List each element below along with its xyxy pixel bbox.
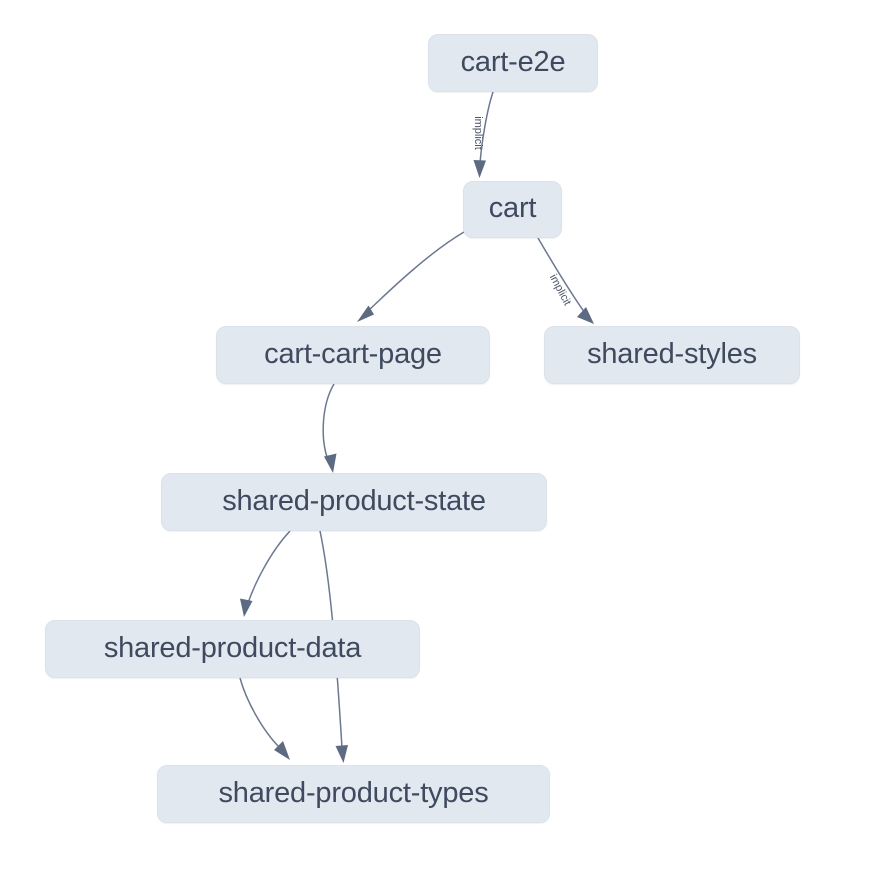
arrowhead-cart-to-cart-cart-page [357,305,374,322]
node-label: cart-e2e [460,45,566,78]
arrowhead-shared-product-state-to-shared-product-types [335,745,348,763]
node-label: cart-cart-page [264,337,442,370]
arrowhead-shared-product-state-to-shared-product-data [240,598,253,617]
node-cart[interactable]: cart [463,181,562,238]
node-label: shared-styles [587,337,757,370]
edge-cart-to-shared-styles [537,237,586,314]
edge-label-implicit-cart-shared-styles: implicit [546,272,574,308]
node-shared-product-state[interactable]: shared-product-state [161,473,547,531]
node-shared-product-types[interactable]: shared-product-types [157,765,550,823]
node-cart-e2e[interactable]: cart-e2e [428,34,598,92]
node-cart-cart-page[interactable]: cart-cart-page [216,326,490,384]
arrowhead-cart-e2e-to-cart [473,160,486,178]
edge-cart-e2e-to-cart [479,91,494,164]
arrowhead-cart-cart-page-to-shared-product-state [324,453,337,473]
node-label: shared-product-types [218,776,489,809]
edge-shared-product-state-to-shared-product-data [247,530,291,604]
node-label: shared-product-state [222,484,486,517]
node-shared-product-data[interactable]: shared-product-data [45,620,420,678]
edge-cart-to-cart-cart-page [367,231,465,312]
arrowhead-shared-product-data-to-shared-product-types [274,741,290,760]
node-label: shared-product-data [103,631,362,664]
arrowhead-cart-to-shared-styles [577,307,594,324]
edge-cart-cart-page-to-shared-product-state [322,383,335,461]
edge-label-implicit-cart-e2e-cart: implicit [472,116,484,150]
edge-shared-product-data-to-shared-product-types [239,677,281,749]
node-label: cart [488,192,537,224]
node-shared-styles[interactable]: shared-styles [544,326,800,384]
